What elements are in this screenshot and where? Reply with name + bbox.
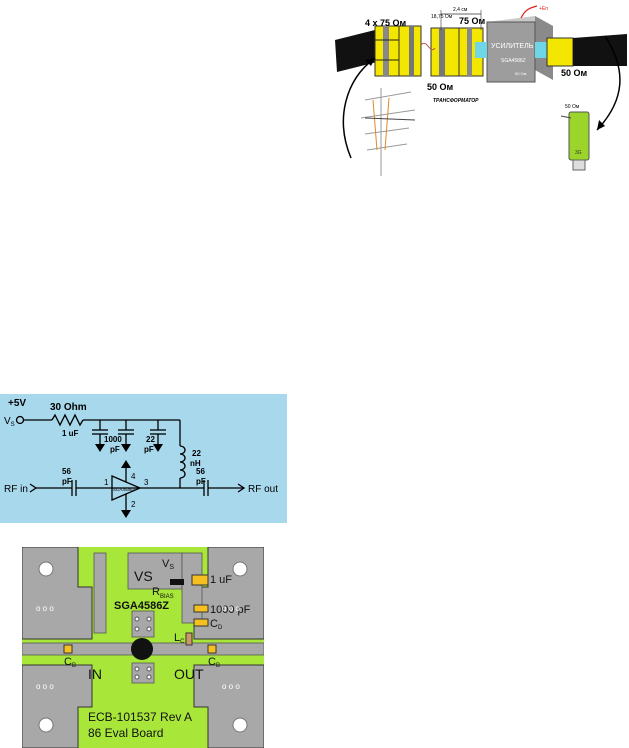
label-amp-50: 50 Ом (515, 71, 527, 76)
board-vs-label: VS (134, 568, 153, 584)
schematic-cout-label-b: pF (196, 477, 206, 486)
schematic-cout-label-a: 56 (196, 467, 205, 476)
schematic-pin1: 1 (104, 478, 109, 487)
antenna (360, 88, 416, 176)
schematic-c3-label-a: 22 (146, 435, 155, 444)
schematic-l1-label-b: nH (190, 459, 201, 468)
right-arrow (596, 35, 621, 131)
board-pads-tr: o o o (222, 604, 240, 613)
schematic-resistor-label: 30 Ohm (50, 402, 87, 413)
board-in-label: IN (88, 666, 102, 682)
schematic-chip-label: SGA4586Z (113, 487, 136, 492)
label-4x75: 4 x 75 Ом (365, 18, 407, 28)
board-pads-br: o o o (222, 682, 240, 691)
amplifier-chip (131, 638, 153, 660)
schematic-c1-label: 1 uF (62, 429, 79, 438)
board-out-label: OUT (174, 666, 204, 682)
schematic-cin-label-b: pF (62, 477, 72, 486)
schematic-rf-out: RF out (248, 484, 278, 495)
amplifier-schematic: +5V VS 30 Ohm 1 uF 1000 pF 22 pF 22 nH 5… (0, 394, 287, 523)
board-cb-left-label: CB (64, 656, 76, 669)
schematic-l1-label-a: 22 (192, 449, 201, 458)
label-50-left: 50 Ом (427, 82, 454, 92)
input-cable (335, 25, 422, 77)
schematic-c2-label-a: 1000 (104, 435, 122, 444)
board-id-line2: 86 Eval Board (88, 726, 163, 740)
antenna-amplifier-diagram: 4 x 75 Ом 75 Ом 2,4 см 18,75 Ом 50 Ом ТР… (335, 5, 627, 176)
schematic-pin4: 4 (131, 472, 136, 481)
label-75: 75 Ом (459, 16, 486, 26)
board-pads-tl: o o o (36, 604, 54, 613)
schematic-c2-label-b: pF (110, 445, 120, 454)
board-lc-label: LC (174, 632, 185, 645)
board-rbias-label: RBIAS (152, 586, 174, 600)
label-power: +Еп (539, 6, 548, 12)
output-cable (546, 34, 627, 67)
label-amp: УСИЛИТЕЛЬ (491, 43, 534, 50)
label-2-4cm: 2,4 см (453, 7, 468, 13)
board-chip-label: SGA4586Z (114, 600, 169, 612)
schematic-c3-label-b: pF (144, 445, 154, 454)
left-arrow (342, 57, 376, 159)
label-transformer: ТРАНСФОРМАТОР (433, 98, 479, 104)
schematic-rf-in: RF in (4, 484, 28, 495)
label-18-75: 18,75 Ом (431, 14, 453, 20)
board-vs2-label: VS (162, 558, 174, 571)
board-pads-bl: o o o (36, 682, 54, 691)
board-id-line1: ECB-101537 Rev A (88, 710, 192, 724)
usb-modem (560, 111, 590, 171)
board-c1-label: 1 uF (210, 574, 232, 586)
schematic-vs: VS (4, 416, 15, 428)
eval-board: VS VS RBIAS 1 uF 1000 pF CD SGA4586Z LC … (22, 547, 264, 748)
schematic-cin-label-a: 56 (62, 467, 71, 476)
schematic-pin3: 3 (144, 478, 149, 487)
label-sga: SGA4586Z (501, 58, 526, 64)
schematic-plus5v: +5V (8, 398, 26, 409)
label-50-right: 50 Ом (561, 68, 588, 78)
label-modem-50: 50 Ом (565, 104, 580, 110)
board-cd-label: CD (210, 618, 223, 631)
label-modem-3g: 3G (575, 150, 582, 156)
schematic-pin2: 2 (131, 500, 136, 509)
board-c2-label: 1000 pF (210, 604, 251, 616)
board-cb-right-label: CB (208, 656, 220, 669)
